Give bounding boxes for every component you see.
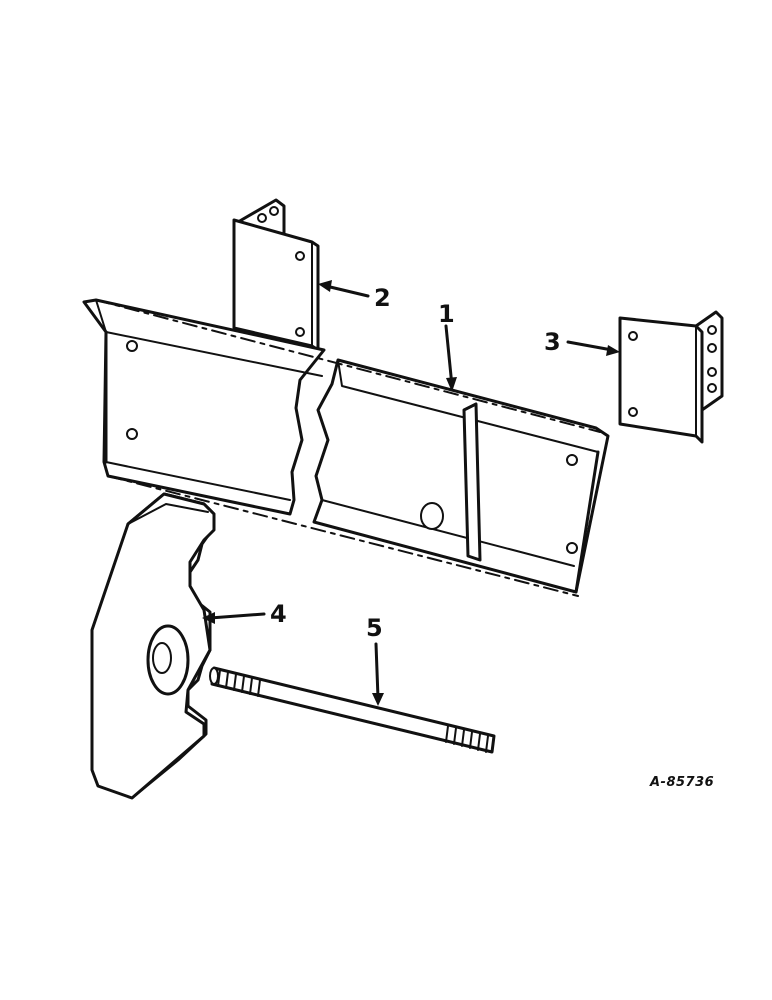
bracket-part-2 — [232, 198, 320, 352]
callout-2: 2 — [374, 284, 391, 312]
threaded-rod-part-5 — [209, 666, 496, 754]
callout-4: 4 — [270, 600, 287, 628]
callout-leaders — [202, 280, 620, 706]
bracket-part-3 — [618, 310, 724, 444]
angle-bracket-part-1 — [82, 298, 610, 597]
callout-5: 5 — [366, 614, 383, 642]
reference-code: A-85736 — [649, 775, 714, 790]
callout-1: 1 — [438, 300, 455, 328]
callout-3: 3 — [544, 328, 561, 356]
weight-part-4 — [90, 492, 216, 800]
